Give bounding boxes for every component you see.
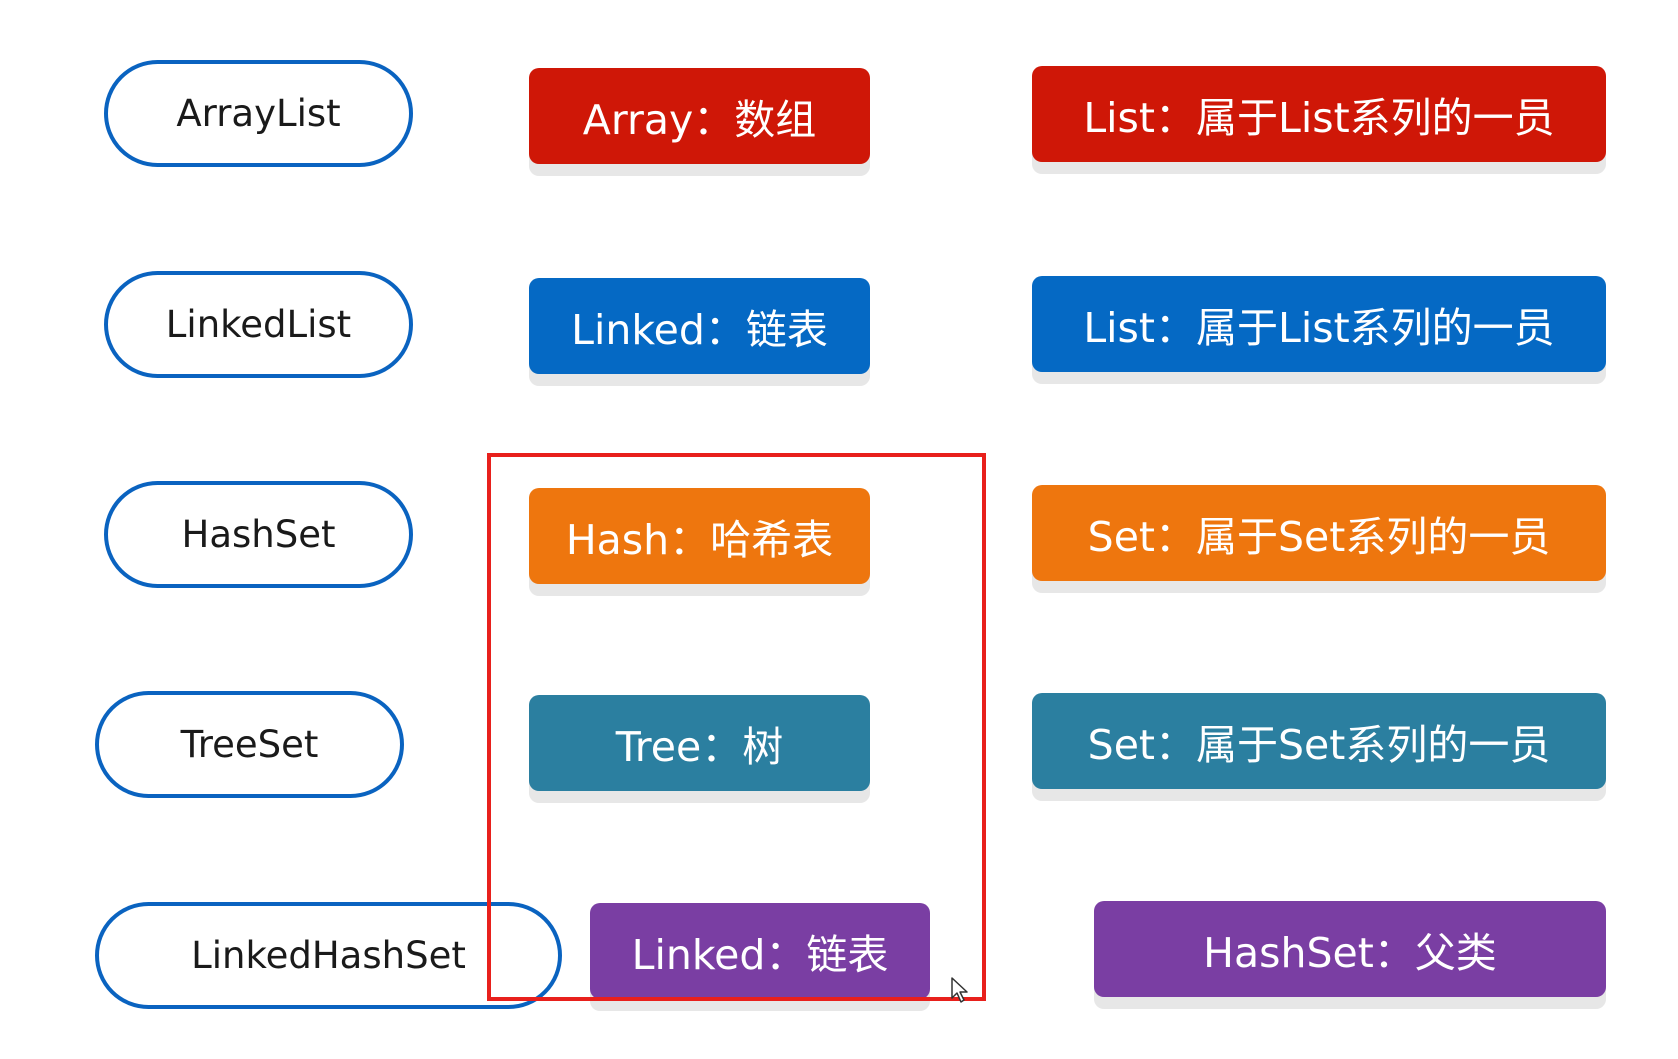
structure-tag: Tree：树	[529, 695, 870, 791]
class-name-label: TreeSet	[180, 723, 319, 766]
structure-label: Tree：树	[615, 723, 784, 771]
structure-label: Linked：链表	[571, 306, 828, 354]
class-name-label: LinkedHashSet	[191, 934, 466, 977]
structure-label: Linked：链表	[631, 931, 889, 979]
class-name-pill: LinkedList	[104, 271, 413, 378]
family-label: List：属于List系列的一员	[1083, 304, 1555, 352]
family-label: List：属于List系列的一员	[1083, 94, 1555, 142]
mouse-pointer-icon	[951, 977, 968, 1003]
class-name-pill: LinkedHashSet	[95, 902, 562, 1009]
class-name-pill: HashSet	[104, 481, 413, 588]
family-tag: List：属于List系列的一员	[1032, 66, 1606, 162]
family-tag: List：属于List系列的一员	[1032, 276, 1606, 372]
structure-tag: Linked：链表	[529, 278, 870, 374]
family-label: HashSet：父类	[1203, 929, 1497, 977]
family-label: Set：属于Set系列的一员	[1087, 721, 1551, 769]
class-name-label: ArrayList	[176, 92, 341, 135]
class-name-label: LinkedList	[165, 303, 352, 346]
class-name-pill: ArrayList	[104, 60, 413, 167]
structure-tag: Hash：哈希表	[529, 488, 870, 584]
structure-label: Hash：哈希表	[565, 516, 834, 564]
class-name-pill: TreeSet	[95, 691, 404, 798]
family-tag: HashSet：父类	[1094, 901, 1606, 997]
family-label: Set：属于Set系列的一员	[1087, 513, 1551, 561]
family-tag: Set：属于Set系列的一员	[1032, 693, 1606, 789]
structure-tag: Linked：链表	[590, 903, 930, 999]
family-tag: Set：属于Set系列的一员	[1032, 485, 1606, 581]
structure-label: Array：数组	[582, 96, 817, 144]
structure-tag: Array：数组	[529, 68, 870, 164]
class-name-label: HashSet	[181, 513, 336, 556]
